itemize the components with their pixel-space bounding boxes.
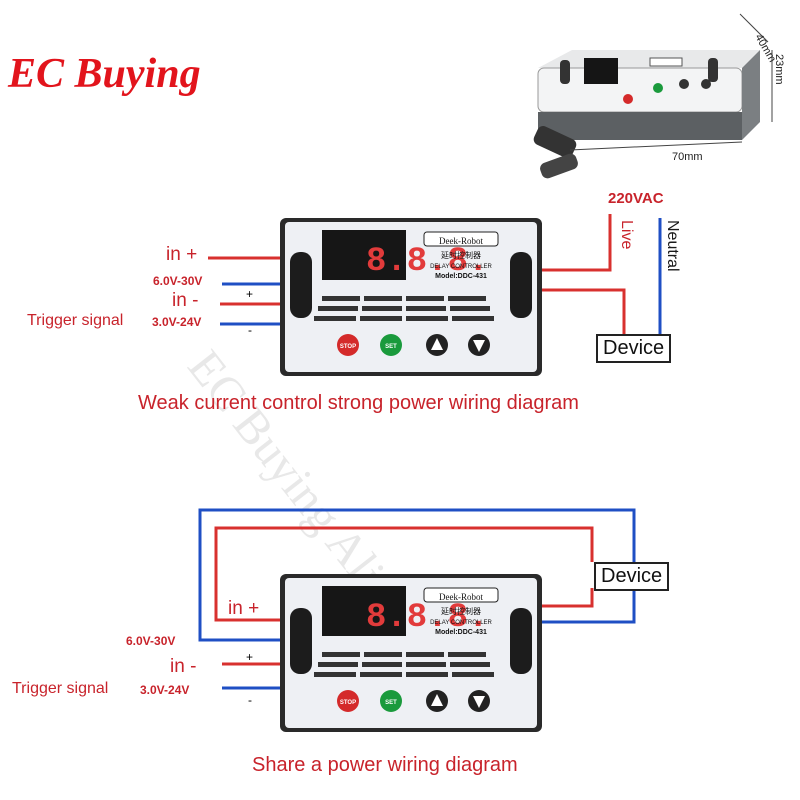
diagram2-device-box: Device <box>594 562 670 591</box>
product-photo <box>533 13 773 179</box>
diagram1-trigger-range: 3.0V-24V <box>152 315 202 329</box>
module1-stop-button[interactable]: STOP <box>340 344 356 350</box>
module1-display: 8.8.8. <box>366 243 488 281</box>
delay-controller-module-1 <box>279 217 543 377</box>
diagram2-trigger-range: 3.0V-24V <box>140 683 190 697</box>
module2-title-cn: 延时控制器 <box>441 606 481 616</box>
diagram1-in-plus-label: in + <box>166 244 198 265</box>
diagram2-wires <box>198 508 636 690</box>
diagram2-caption: Share a power wiring diagram <box>252 754 518 776</box>
module1-set-button[interactable]: SET <box>385 344 397 350</box>
module1-title-cn: 延时控制器 <box>441 250 481 260</box>
dim-length: 70mm <box>672 151 703 163</box>
module2-plus-sign: + <box>246 650 253 664</box>
diagram1-device-box: Device <box>596 334 672 363</box>
module2-brand-label: Deek-Robot <box>439 592 483 602</box>
diagram1-in-plus-range: 6.0V-30V <box>153 274 203 288</box>
module1-plus-sign: + <box>246 287 253 301</box>
diagram1-wires <box>208 214 662 334</box>
module2-stop-button[interactable]: STOP <box>340 700 356 706</box>
module2-set-button[interactable]: SET <box>385 700 397 706</box>
diagram1-caption: Weak current control strong power wiring… <box>138 392 579 414</box>
diagram2-in-minus-label: in - <box>170 656 197 677</box>
module1-minus-sign: - <box>248 323 252 337</box>
diagram2-in-plus-label: in + <box>228 598 260 619</box>
diagram1-supply-label: 220VAC <box>608 190 664 207</box>
diagram2-in-plus-range: 6.0V-30V <box>126 634 176 648</box>
diagram1-in-minus-label: in - <box>172 290 199 311</box>
module2-product-name: DELAY CONTROLLER <box>430 620 492 626</box>
module1-model: Model:DDC-431 <box>435 273 487 280</box>
module1-brand-label: Deek-Robot <box>439 236 483 246</box>
dim-height: 23mm <box>773 54 785 85</box>
diagram1-neutral-label: Neutral <box>664 220 681 272</box>
delay-controller-module-2 <box>279 573 543 733</box>
module2-minus-sign: - <box>248 693 252 707</box>
module2-display: 8.8.8. <box>366 599 488 637</box>
diagram1-live-label: Live <box>618 220 635 249</box>
module1-product-name: DELAY CONTROLLER <box>430 264 492 270</box>
diagram2-trigger-label: Trigger signal <box>12 680 109 697</box>
brand-title: EC Buying <box>8 51 201 97</box>
module2-model: Model:DDC-431 <box>435 629 487 636</box>
diagram1-trigger-label: Trigger signal <box>27 312 124 329</box>
